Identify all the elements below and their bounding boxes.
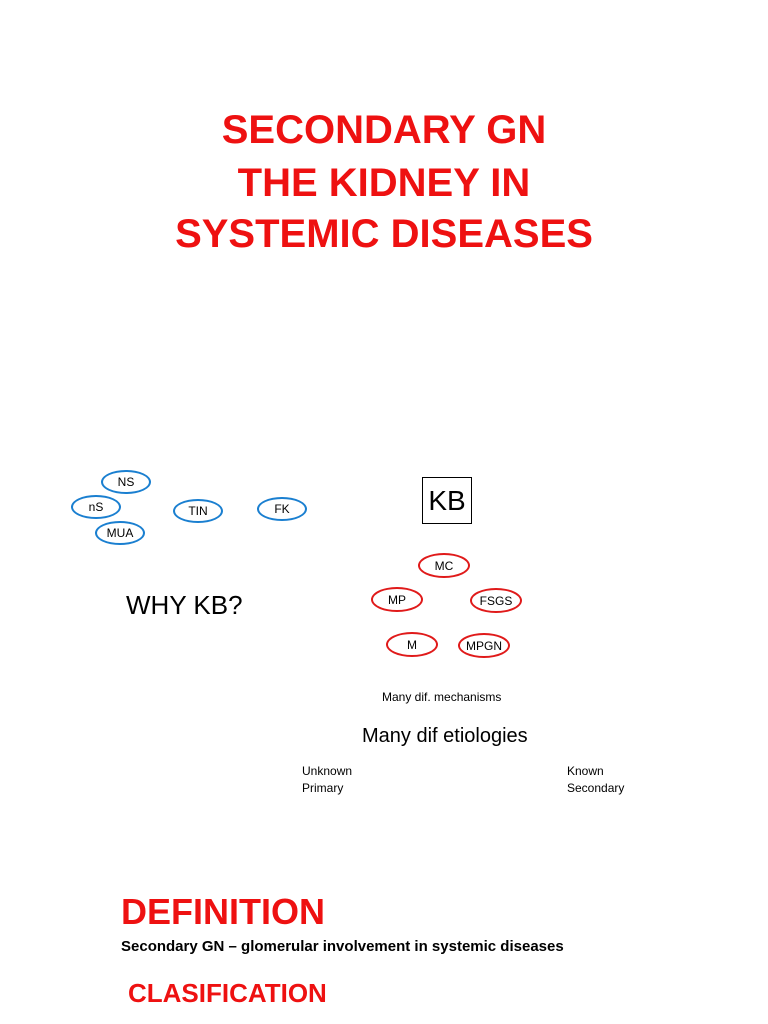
oval-m: M <box>386 632 438 657</box>
title-line-3: SYSTEMIC DISEASES <box>175 212 593 256</box>
oval-ns: NS <box>101 470 151 494</box>
etiologies-label: Many dif etiologies <box>362 725 528 747</box>
unknown-label: Unknown <box>302 764 353 778</box>
title-line-2: THE KIDNEY IN <box>237 161 531 205</box>
mechanisms-label: Many dif. mechanisms <box>382 690 502 704</box>
secondary-label: Secondary <box>567 781 625 795</box>
why-kb-label: WHY KB? <box>126 590 243 620</box>
kb-box: KB <box>422 477 472 524</box>
primary-label: Primary <box>302 781 344 795</box>
title-line-1: SECONDARY GN <box>221 108 547 152</box>
oval-mpgn: MPGN <box>458 633 510 658</box>
oval-tin: TIN <box>173 499 223 523</box>
oval-mc: MC <box>418 553 470 578</box>
known-label: Known <box>567 764 604 778</box>
oval-mua: MUA <box>95 521 145 545</box>
oval-mp: MP <box>371 587 423 612</box>
oval-fk: FK <box>257 497 307 521</box>
oval-fsgs: FSGS <box>470 588 522 613</box>
definition-heading: DEFINITION <box>121 891 325 932</box>
oval-ns-lower: nS <box>71 495 121 519</box>
definition-text: Secondary GN – glomerular involvement in… <box>121 938 564 955</box>
classification-heading: CLASIFICATION <box>128 978 327 1008</box>
